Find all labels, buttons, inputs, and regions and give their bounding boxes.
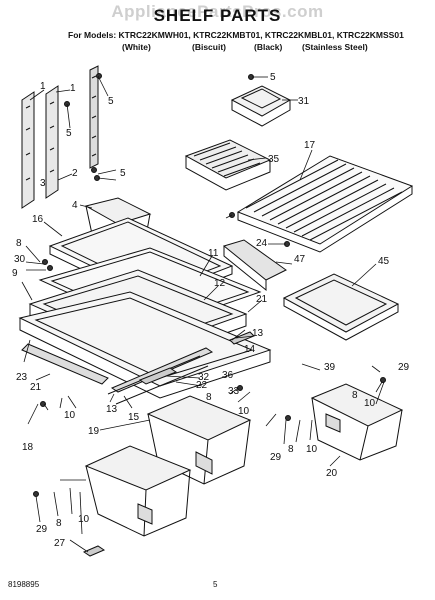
callout-33: 33 bbox=[228, 386, 240, 397]
callout-17: 17 bbox=[304, 140, 316, 151]
page-title: SHELF PARTS bbox=[153, 6, 282, 25]
callout-19a: 19 bbox=[88, 426, 100, 437]
callout-13a: 13 bbox=[252, 328, 264, 339]
callout-29a: 29 bbox=[398, 362, 410, 373]
callout-47: 47 bbox=[294, 254, 306, 265]
callout-5d: 5 bbox=[270, 72, 276, 83]
screws bbox=[33, 73, 386, 497]
callout-24: 24 bbox=[256, 238, 268, 249]
right-crisper-shelf-45 bbox=[282, 273, 400, 341]
callout-9: 9 bbox=[12, 268, 18, 279]
callout-3: 3 bbox=[40, 178, 46, 189]
callout-5b: 5 bbox=[66, 128, 72, 139]
callout-31: 31 bbox=[298, 96, 310, 107]
callout-5a: 5 bbox=[108, 96, 114, 107]
callout-32: 32 bbox=[198, 372, 210, 383]
variant-black: (Black) bbox=[254, 42, 283, 52]
crisper-drawer-center bbox=[146, 395, 252, 485]
shelf-bracket-31 bbox=[230, 85, 292, 127]
callout-18: 18 bbox=[22, 442, 34, 453]
callout-14: 14 bbox=[244, 344, 256, 355]
callout-39: 39 bbox=[324, 362, 336, 373]
crisper-frame bbox=[18, 291, 272, 405]
crisper-drawer-left bbox=[84, 445, 192, 537]
callout-10c: 10 bbox=[364, 398, 376, 409]
crisper-drawer-20 bbox=[310, 383, 404, 461]
watermark: AppliancePartsPros.com bbox=[111, 2, 324, 21]
small-part-27 bbox=[82, 545, 106, 557]
callout-45: 45 bbox=[378, 256, 390, 267]
callout-8b: 8 bbox=[206, 392, 212, 403]
callout-8e: 8 bbox=[56, 518, 62, 529]
callout-13b: 13 bbox=[106, 404, 118, 415]
callout-1: 1 bbox=[40, 81, 46, 92]
callout-16: 16 bbox=[32, 214, 44, 225]
model-variants: (White) (Biscuit) (Black) (Stainless Ste… bbox=[0, 42, 435, 54]
left-rails bbox=[21, 65, 99, 209]
callout-10b: 10 bbox=[238, 406, 250, 417]
callout-21a: 21 bbox=[256, 294, 268, 305]
callout-29b: 29 bbox=[270, 452, 282, 463]
callout-10d: 10 bbox=[306, 444, 318, 455]
callout-10e: 10 bbox=[78, 514, 90, 525]
models-line: For Models: KTRC22KMWH01, KTRC22KMBT01, … bbox=[68, 30, 404, 40]
callout-36: 36 bbox=[222, 370, 234, 381]
callout-23: 23 bbox=[16, 372, 28, 383]
page-number: 5 bbox=[213, 580, 218, 589]
callout-4: 4 bbox=[72, 200, 78, 211]
callout-27: 27 bbox=[54, 538, 66, 549]
crisper-cover-47 bbox=[222, 239, 287, 292]
egg-tray-35 bbox=[184, 139, 272, 191]
callout-35: 35 bbox=[268, 154, 280, 165]
wire-shelf-17 bbox=[236, 155, 414, 253]
variant-white: (White) bbox=[122, 42, 151, 52]
callout-11: 11 bbox=[208, 248, 219, 259]
callout-10a: 10 bbox=[64, 410, 76, 421]
callout-12: 12 bbox=[214, 278, 226, 289]
callout-2: 2 bbox=[72, 168, 78, 179]
callout-21b: 21 bbox=[30, 382, 42, 393]
callout-30: 30 bbox=[14, 254, 26, 265]
leader-lines bbox=[21, 75, 385, 553]
callout-8c: 8 bbox=[352, 390, 358, 401]
callout-15: 15 bbox=[128, 412, 140, 423]
callout-8d: 8 bbox=[288, 444, 294, 455]
callout-22: 22 bbox=[196, 380, 208, 391]
callout-1b: 1 bbox=[70, 83, 76, 94]
callout-20: 20 bbox=[326, 468, 338, 479]
callout-29c: 29 bbox=[36, 524, 48, 535]
callout-numbers: 1 1 2 3 4 5 5 5 5 8 8 8 8 8 9 10 10 10 1… bbox=[12, 72, 410, 549]
callout-8a: 8 bbox=[16, 238, 22, 249]
variant-biscuit: (Biscuit) bbox=[192, 42, 226, 52]
variant-stainless: (Stainless Steel) bbox=[302, 42, 368, 52]
document-part-number: 8198895 bbox=[8, 580, 40, 589]
callout-5c: 5 bbox=[120, 168, 126, 179]
